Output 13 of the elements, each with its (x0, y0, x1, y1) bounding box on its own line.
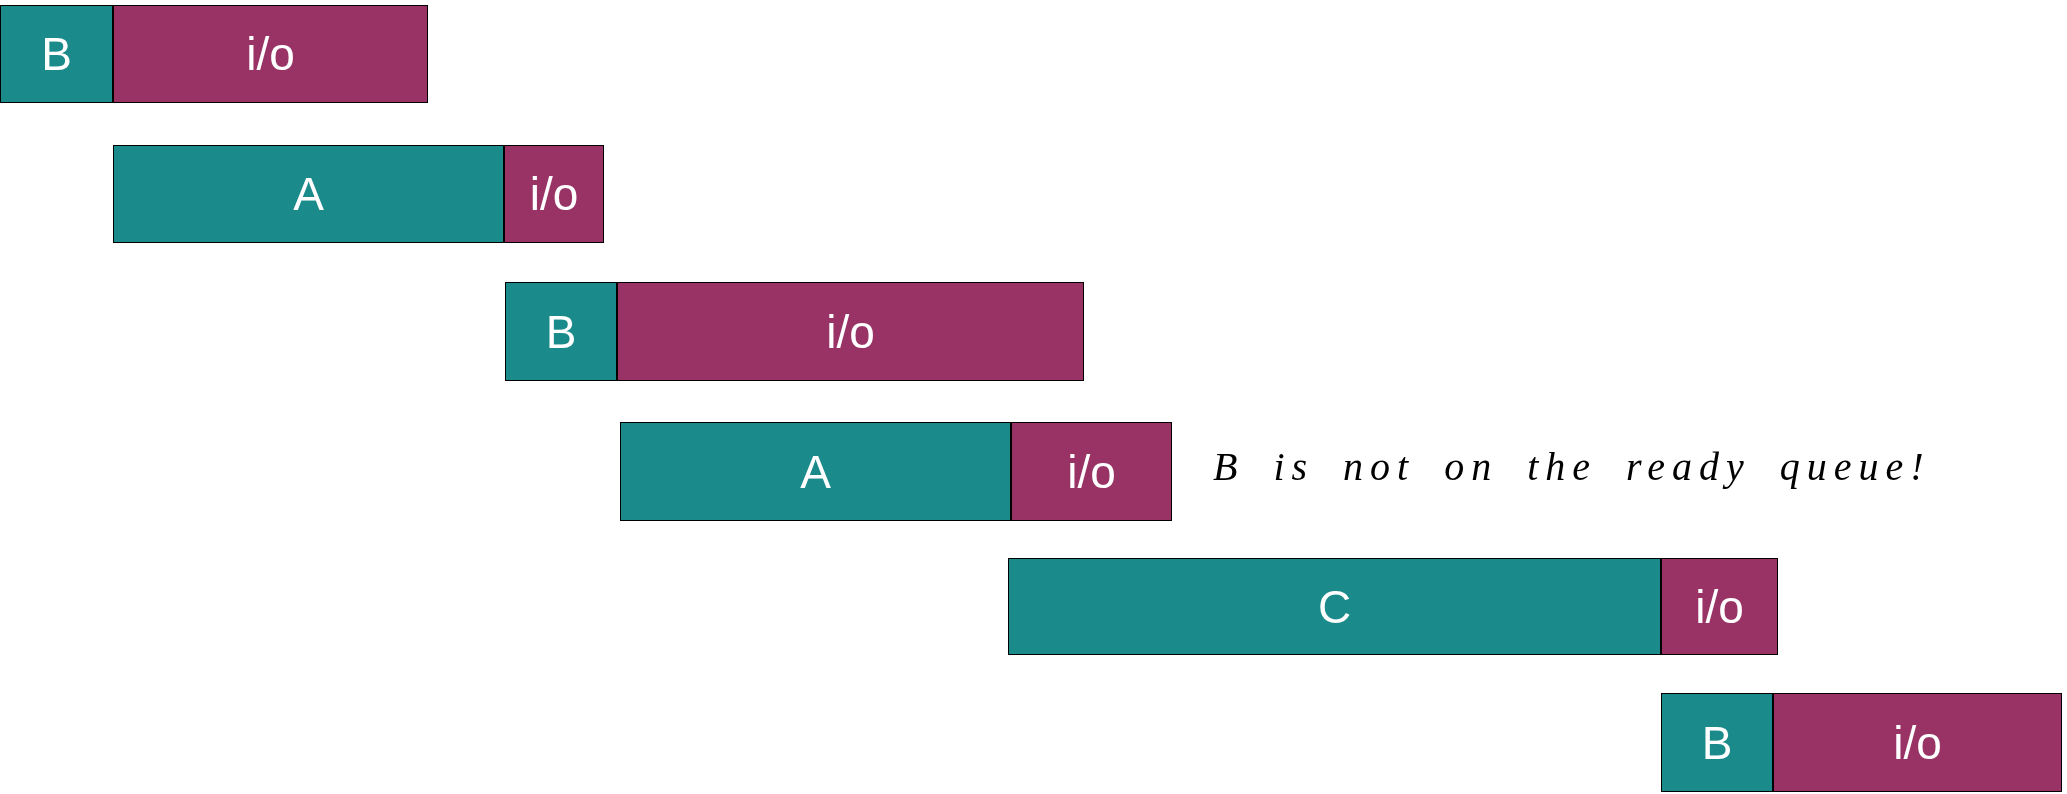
io-burst-bar: i/o (1773, 693, 2062, 792)
cpu-burst-bar: A (620, 422, 1011, 521)
note-text: B is not on the ready queue! (1213, 443, 1931, 490)
cpu-burst-bar: B (0, 5, 113, 103)
io-burst-bar: i/o (1661, 558, 1778, 655)
io-burst-bar: i/o (113, 5, 428, 103)
cpu-burst-bar: C (1008, 558, 1661, 655)
io-burst-bar: i/o (1011, 422, 1172, 521)
io-burst-bar: i/o (617, 282, 1084, 381)
cpu-burst-bar: B (1661, 693, 1773, 792)
io-burst-bar: i/o (504, 145, 604, 243)
cpu-burst-bar: A (113, 145, 504, 243)
cpu-burst-bar: B (505, 282, 617, 381)
